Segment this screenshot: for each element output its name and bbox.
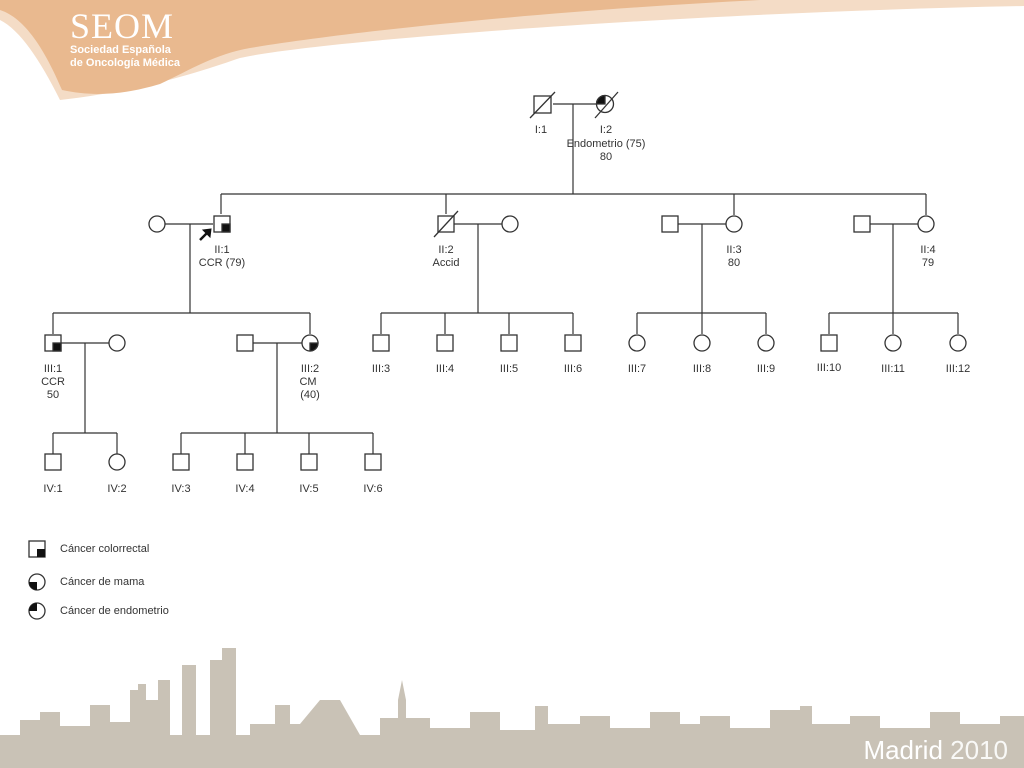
label-IV1: IV:1 <box>43 483 62 495</box>
label-I2-age: 80 <box>600 151 612 163</box>
label-III2: III:2 <box>301 363 319 375</box>
logo-line-1: Sociedad Española <box>70 44 171 56</box>
pedigree-labels: I:1 I:2 Endometrio (75) 80 II:1 CCR (79)… <box>41 124 970 495</box>
individual-II4 <box>917 215 935 233</box>
label-IV6: IV:6 <box>363 483 382 495</box>
label-I2: I:2 <box>600 124 612 136</box>
label-III1-age: 50 <box>47 389 59 401</box>
label-III2-diagnosis: CM <box>299 376 316 388</box>
individual-III9 <box>757 334 775 352</box>
logo-name: SEOM <box>70 6 175 46</box>
label-III4: III:4 <box>436 363 454 375</box>
individual-IV4 <box>236 453 254 471</box>
individual-III12 <box>949 334 967 352</box>
individual-IV3 <box>172 453 190 471</box>
pedigree-lines <box>52 103 959 454</box>
legend-colorrectal-label: Cáncer colorrectal <box>60 543 150 555</box>
individual-III4 <box>436 334 454 352</box>
individual-III3 <box>372 334 390 352</box>
legend-mama-label: Cáncer de mama <box>60 576 145 588</box>
label-II2: II:2 <box>438 244 453 256</box>
label-II3: II:3 <box>726 244 741 256</box>
label-III1-diagnosis: CCR <box>41 376 65 388</box>
logo-line-2: de Oncología Médica <box>70 57 181 69</box>
label-II3-age: 80 <box>728 257 740 269</box>
individual-I2 <box>594 91 619 119</box>
breast-cancer-symbol-icon <box>28 573 46 591</box>
label-II2-diagnosis: Accid <box>433 257 460 269</box>
individual-IV2 <box>108 453 126 471</box>
label-III3: III:3 <box>372 363 390 375</box>
proband-arrow-icon <box>199 228 212 241</box>
endometrial-cancer-symbol-icon <box>28 602 46 620</box>
legend-endometrio: Cáncer de endometrio <box>28 602 169 620</box>
individual-II2 <box>433 210 459 238</box>
label-III2-age: (40) <box>300 389 320 401</box>
individual-III2 <box>301 334 319 352</box>
label-IV5: IV:5 <box>299 483 318 495</box>
individual-I1 <box>529 91 556 119</box>
individual-II3 <box>725 215 743 233</box>
individual-III10 <box>820 334 838 352</box>
label-II4-age: 79 <box>922 257 934 269</box>
colorrectal-symbol-icon <box>28 540 46 558</box>
individual-III1 <box>44 334 62 352</box>
footer-city-title: Madrid 2010 <box>863 735 1008 766</box>
footer-city: Madrid <box>863 735 943 765</box>
skyline-silhouette <box>0 648 1024 768</box>
label-III10: III:10 <box>817 362 841 374</box>
individual-II2-spouse <box>501 215 519 233</box>
footer-year: 2010 <box>950 735 1008 765</box>
individual-III5 <box>500 334 518 352</box>
individual-III7 <box>628 334 646 352</box>
label-III9: III:9 <box>757 363 775 375</box>
header-banner <box>0 0 1024 100</box>
label-III6: III:6 <box>564 363 582 375</box>
individual-III11 <box>884 334 902 352</box>
individual-IV1 <box>44 453 62 471</box>
individual-IV6 <box>364 453 382 471</box>
legend-mama: Cáncer de mama <box>28 573 144 591</box>
legend-colorrectal: Cáncer colorrectal <box>28 540 149 558</box>
label-II4: II:4 <box>920 244 935 256</box>
label-II1: II:1 <box>214 244 229 256</box>
individual-III8 <box>693 334 711 352</box>
label-III5: III:5 <box>500 363 518 375</box>
label-III12: III:12 <box>946 363 970 375</box>
individual-IV5 <box>300 453 318 471</box>
legend-endometrio-label: Cáncer de endometrio <box>60 605 169 617</box>
seom-logo: SEOM Sociedad Española de Oncología Médi… <box>70 8 180 70</box>
label-IV3: IV:3 <box>171 483 190 495</box>
individual-II1-spouse <box>148 215 166 233</box>
label-I2-diagnosis: Endometrio (75) <box>567 138 646 150</box>
individual-II1 <box>213 215 231 233</box>
label-III7: III:7 <box>628 363 646 375</box>
label-II1-diagnosis: CCR (79) <box>199 257 245 269</box>
individual-II4-spouse <box>853 215 871 233</box>
individual-III6 <box>564 334 582 352</box>
individual-III2-spouse <box>236 334 254 352</box>
label-IV4: IV:4 <box>235 483 254 495</box>
label-III8: III:8 <box>693 363 711 375</box>
individual-III1-spouse <box>108 334 126 352</box>
label-III1: III:1 <box>44 363 62 375</box>
label-I1: I:1 <box>535 124 547 136</box>
label-III11: III:11 <box>881 363 905 375</box>
label-IV2: IV:2 <box>107 483 126 495</box>
individual-II3-spouse <box>661 215 679 233</box>
